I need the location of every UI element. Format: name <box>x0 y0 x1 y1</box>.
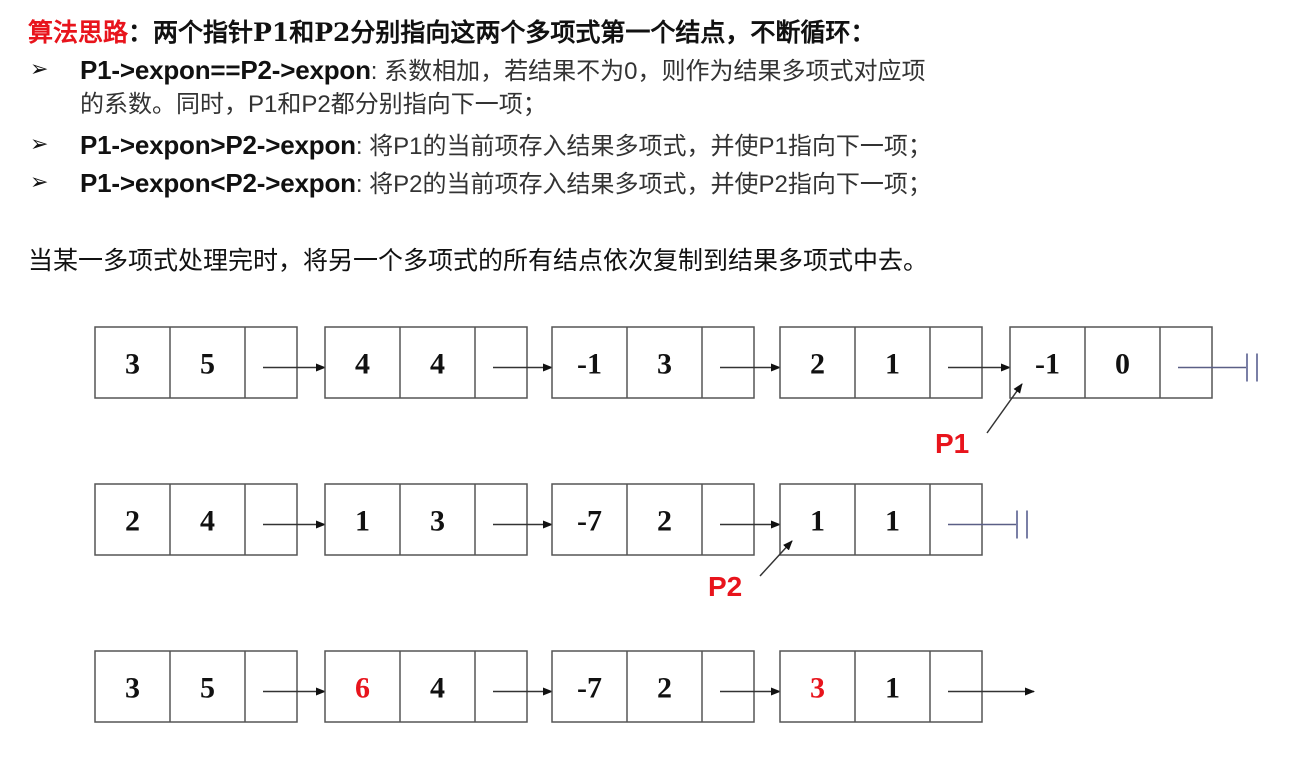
node-coef: 3 <box>810 672 825 705</box>
node-expon: 2 <box>657 505 672 538</box>
node-coef: 3 <box>125 348 140 381</box>
node-coef: 3 <box>125 672 140 705</box>
node-expon: 1 <box>885 672 900 705</box>
null-terminator-icon <box>1178 353 1258 382</box>
node-expon: 4 <box>430 672 445 705</box>
node-expon: 3 <box>657 348 672 381</box>
bullet-item-1-continuation: 的系数。同时，P1和P2都分别指向下一项； <box>80 89 547 120</box>
bullet-arrow-icon: ➢ <box>30 170 49 195</box>
bullet-condition: P1->expon<P2->expon <box>80 168 356 198</box>
pointer-label: P2 <box>708 571 742 602</box>
list-node: -7 2 <box>551 483 755 556</box>
node-coef: 4 <box>355 348 370 381</box>
node-expon: 4 <box>430 348 445 381</box>
pointer-arrow-icon <box>759 540 793 577</box>
node-coef: 1 <box>355 505 370 538</box>
list-node: -1 0 <box>1009 326 1213 399</box>
node-expon: 1 <box>885 505 900 538</box>
heading: 算法思路：两个指针P1和P2分别指向这两个多项式第一个结点，不断循环： <box>28 18 875 48</box>
summary-text: 当某一多项式处理完时，将另一个多项式的所有结点依次复制到结果多项式中去。 <box>28 246 929 275</box>
node-expon: 5 <box>200 672 215 705</box>
bullet-description: : 系数相加，若结果不为0，则作为结果多项式对应项 <box>370 58 926 85</box>
node-coef: 1 <box>810 505 825 538</box>
node-expon: 1 <box>885 348 900 381</box>
node-expon: 4 <box>200 505 215 538</box>
list-node: -7 2 <box>551 650 755 723</box>
bullet-condition: P1->expon==P2->expon <box>80 55 371 85</box>
node-coef: -7 <box>577 505 602 538</box>
node-coef: -1 <box>577 348 602 381</box>
node-coef: 6 <box>355 672 370 705</box>
heading-label: 算法思路 <box>28 18 129 47</box>
pointer-label: P1 <box>935 428 969 459</box>
node-expon: 3 <box>430 505 445 538</box>
node-coef: -7 <box>577 672 602 705</box>
bullet-description: : 将P1的当前项存入结果多项式，并使P1指向下一项； <box>355 133 932 160</box>
node-coef: 2 <box>125 505 140 538</box>
node-expon: 2 <box>657 672 672 705</box>
node-coef: -1 <box>1035 348 1060 381</box>
heading-text: 两个指针P1和P2分别指向这两个多项式第一个结点，不断循环： <box>153 18 876 47</box>
node-expon: 0 <box>1115 348 1130 381</box>
bullet-arrow-icon: ➢ <box>30 132 49 157</box>
bullet-arrow-icon: ➢ <box>30 57 49 82</box>
bullet-condition: P1->expon>P2->expon <box>80 130 356 160</box>
bullet-description: : 将P2的当前项存入结果多项式，并使P2指向下一项； <box>355 171 932 198</box>
node-expon: 5 <box>200 348 215 381</box>
node-coef: 2 <box>810 348 825 381</box>
list-node: -1 3 <box>551 326 755 399</box>
heading-colon: ： <box>128 18 154 47</box>
null-terminator-icon <box>948 510 1028 539</box>
pointer-arrow-icon <box>986 383 1023 434</box>
bullet-continuation: 的系数。同时，P1和P2都分别指向下一项； <box>80 91 547 118</box>
